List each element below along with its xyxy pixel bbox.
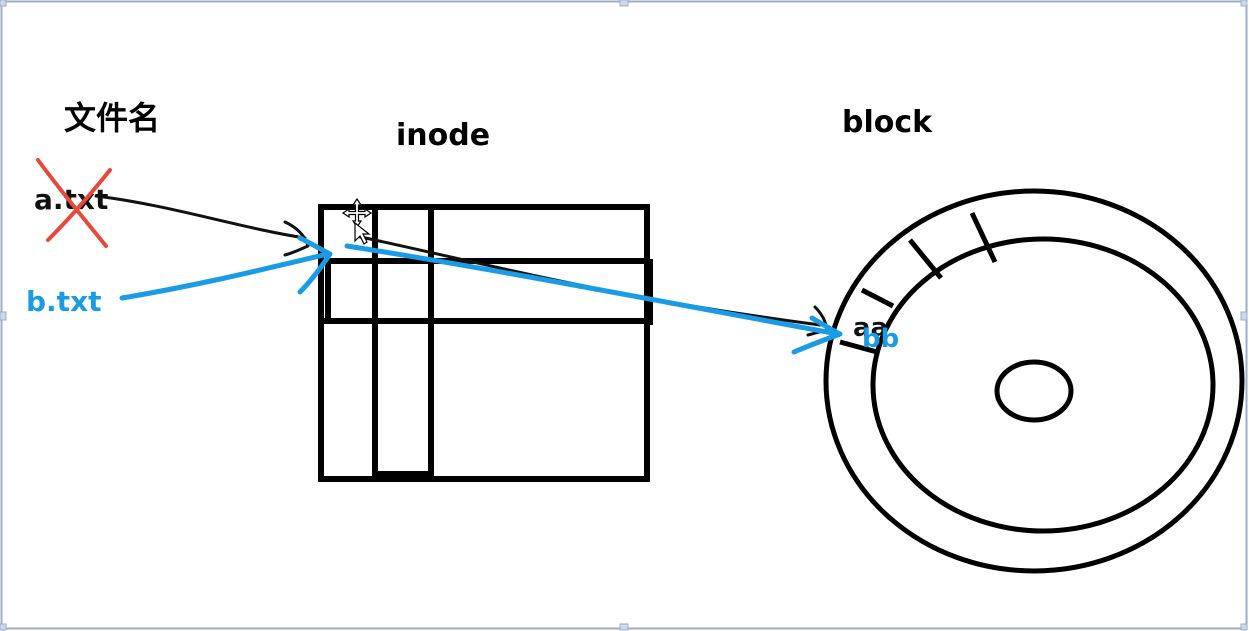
disk-block [823,188,1245,574]
inode-header: inode [396,118,490,153]
arrow-inode-to-new-block [344,243,841,337]
block-header: block [842,105,933,140]
disk-inner-ring [870,236,1216,534]
disk-sector-divider-2 [908,238,943,280]
new-content-label: bb [862,324,899,354]
delete-cross-mark [36,158,112,248]
inode-table-outline [318,204,650,482]
inode-table [318,204,653,482]
handle-bottom-left[interactable] [0,623,7,631]
disk-outer-ring [823,188,1245,574]
arrow-b-to-inode [119,251,331,301]
handle-bottom-right[interactable] [1240,623,1248,631]
handle-middle-left[interactable] [0,311,7,321]
disk-sector-divider-3 [860,287,895,309]
disk-hub [994,359,1074,423]
arrow-inode-to-new-block-head [791,315,843,355]
new-file-label: b.txt [26,285,102,318]
disk-sector-divider-1 [969,211,998,264]
handle-top-center[interactable] [619,0,629,7]
filename-header: 文件名 [64,99,160,137]
handle-top-right[interactable] [1240,0,1248,7]
arrow-inode-to-block [354,234,822,327]
new-link-arrows [119,235,843,355]
arrow-b-to-inode-head [297,235,333,295]
handle-top-left[interactable] [0,0,7,7]
disk-sector-divider-4 [839,339,878,355]
handle-bottom-center[interactable] [619,623,629,631]
handle-middle-right[interactable] [1240,311,1248,321]
move-cursor-icon [341,197,373,245]
arrow-a-to-inode [94,194,307,240]
old-content-label: aa [853,313,888,343]
